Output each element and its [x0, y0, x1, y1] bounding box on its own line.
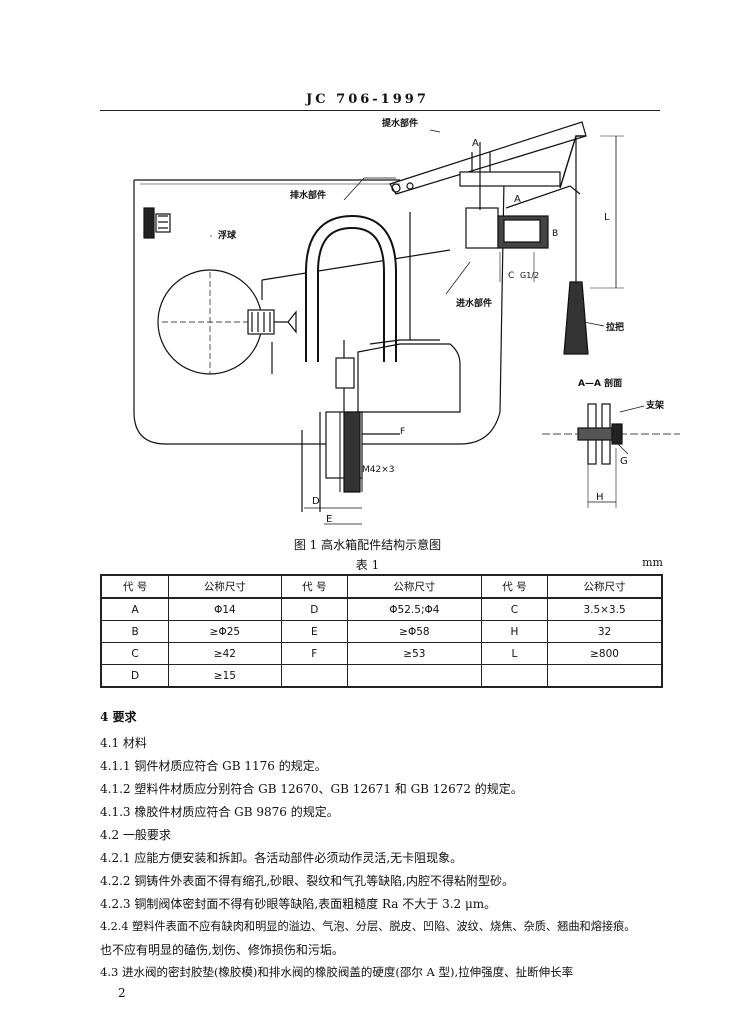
table-cell: D	[280, 597, 348, 621]
table-cell	[547, 664, 663, 688]
table-cell: ≥Φ25	[168, 620, 282, 643]
figure-diagram: D E M42×3 F L 提水部件 排水部件 浮球 进水部件 拉把 A A B…	[133, 117, 680, 525]
table-cell: 32	[547, 620, 663, 643]
label-support: 支架	[645, 399, 664, 411]
spec-table: 代 号 公称尺寸 代 号 公称尺寸 代 号 公称尺寸 A Φ14 D Φ52.5…	[100, 574, 663, 688]
clause-4-1-1: 4.1.1 铜件材质应符合 GB 1176 的规定。	[100, 759, 327, 773]
label-G: G	[620, 456, 628, 467]
page-number: 2	[118, 986, 126, 1000]
table-cell	[480, 664, 549, 688]
table-cell: ≥Φ58	[346, 620, 482, 643]
label-thread: M42×3	[362, 465, 394, 475]
label-C: C	[508, 271, 514, 281]
table-header: 公称尺寸	[346, 574, 482, 599]
clause-4-2-2: 4.2.2 铜铸件外表面不得有缩孔,砂眼、裂纹和气孔等缺陷,内腔不得粘附型砂。	[100, 874, 514, 888]
pull-handle	[563, 281, 589, 355]
label-float: 浮球	[218, 229, 237, 241]
table-cell: ≥15	[168, 664, 282, 688]
label-D: D	[312, 496, 320, 507]
table-cell: ≥42	[168, 642, 282, 665]
label-A2: A	[514, 194, 521, 205]
table-cell: A	[100, 597, 170, 621]
table-header: 公称尺寸	[547, 574, 663, 599]
table-cell: E	[280, 620, 348, 643]
section-heading-4-1: 4.1 材料	[100, 736, 147, 750]
table-cell: C	[480, 597, 549, 621]
table-header-row: 代 号 公称尺寸 代 号 公称尺寸 代 号 公称尺寸	[100, 574, 663, 599]
label-inlet: 进水部件	[456, 297, 492, 309]
table-cell	[280, 664, 348, 688]
table-cell: L	[480, 642, 549, 665]
label-A: A	[472, 138, 479, 149]
table-unit: mm	[642, 556, 663, 569]
mount-bolt	[143, 207, 155, 239]
table-cell: F	[280, 642, 348, 665]
table-cell: H	[480, 620, 549, 643]
section-heading-4-2: 4.2 一般要求	[100, 828, 171, 842]
label-H: H	[596, 492, 604, 503]
label-E: E	[326, 514, 332, 525]
header-rule	[100, 110, 660, 111]
drain-bell	[357, 343, 461, 413]
table-header: 代 号	[100, 574, 170, 599]
clause-4-2-1: 4.2.1 应能方便安装和拆卸。各活动部件必须动作灵活,无卡阻现象。	[100, 851, 463, 865]
table-caption: 表 1	[355, 558, 380, 572]
table-cell: Φ52.5;Φ4	[346, 597, 482, 621]
clause-4-3: 4.3 进水阀的密封胶垫(橡胶模)和排水阀的橡胶阀盖的硬度(邵尔 A 型),拉伸…	[100, 965, 574, 979]
page-header: JC 706-1997	[306, 92, 429, 107]
drain-pipe	[305, 214, 397, 362]
label-lift: 提水部件	[382, 117, 418, 129]
float-rod	[261, 249, 451, 300]
label-F: F	[400, 427, 405, 437]
table-header: 代 号	[280, 574, 348, 599]
clause-4-1-2: 4.1.2 塑料件材质应分别符合 GB 12670、GB 12671 和 GB …	[100, 782, 523, 796]
clause-4-2-4: 4.2.4 塑料件表面不应有缺肉和明显的溢边、气泡、分层、脱皮、凹陷、波纹、烧焦…	[100, 920, 636, 933]
table-cell: ≥800	[547, 642, 663, 665]
label-B: B	[552, 229, 558, 239]
inlet-body	[459, 171, 561, 187]
table-cell: D	[100, 664, 170, 688]
label-G2: G1/2	[520, 271, 539, 280]
table-cell	[346, 664, 482, 688]
tank-outline	[133, 179, 505, 445]
table-cell: Φ14	[168, 597, 282, 621]
table-cell: 3.5×3.5	[547, 597, 663, 621]
table-header: 代 号	[480, 574, 549, 599]
section-heading-4: 4 要求	[100, 710, 137, 724]
label-drain: 排水部件	[290, 189, 326, 201]
table-row: B ≥Φ25 E ≥Φ58 H 32	[100, 620, 663, 643]
clause-4-2-3: 4.2.3 铜制阀体密封面不得有砂眼等缺陷,表面粗糙度 Ra 不大于 3.2 μ…	[100, 897, 497, 911]
label-L: L	[604, 212, 610, 223]
table-row: C ≥42 F ≥53 L ≥800	[100, 642, 663, 665]
table-cell: B	[100, 620, 170, 643]
label-section: A—A 剖面	[578, 377, 622, 389]
figure-caption: 图 1 高水箱配件结构示意图	[293, 538, 442, 552]
table-header: 公称尺寸	[168, 574, 282, 599]
clause-4-1-3: 4.1.3 橡胶件材质应符合 GB 9876 的规定。	[100, 805, 339, 819]
label-pull: 拉把	[606, 321, 624, 333]
table-row: D ≥15	[100, 664, 663, 688]
table-cell: C	[100, 642, 170, 665]
drain-thread	[343, 411, 361, 493]
table-cell: ≥53	[346, 642, 482, 665]
table-row: A Φ14 D Φ52.5;Φ4 C 3.5×3.5	[100, 597, 663, 621]
clause-4-2-4-cont: 也不应有明显的磕伤,划伤、修饰损伤和污垢。	[100, 943, 344, 957]
